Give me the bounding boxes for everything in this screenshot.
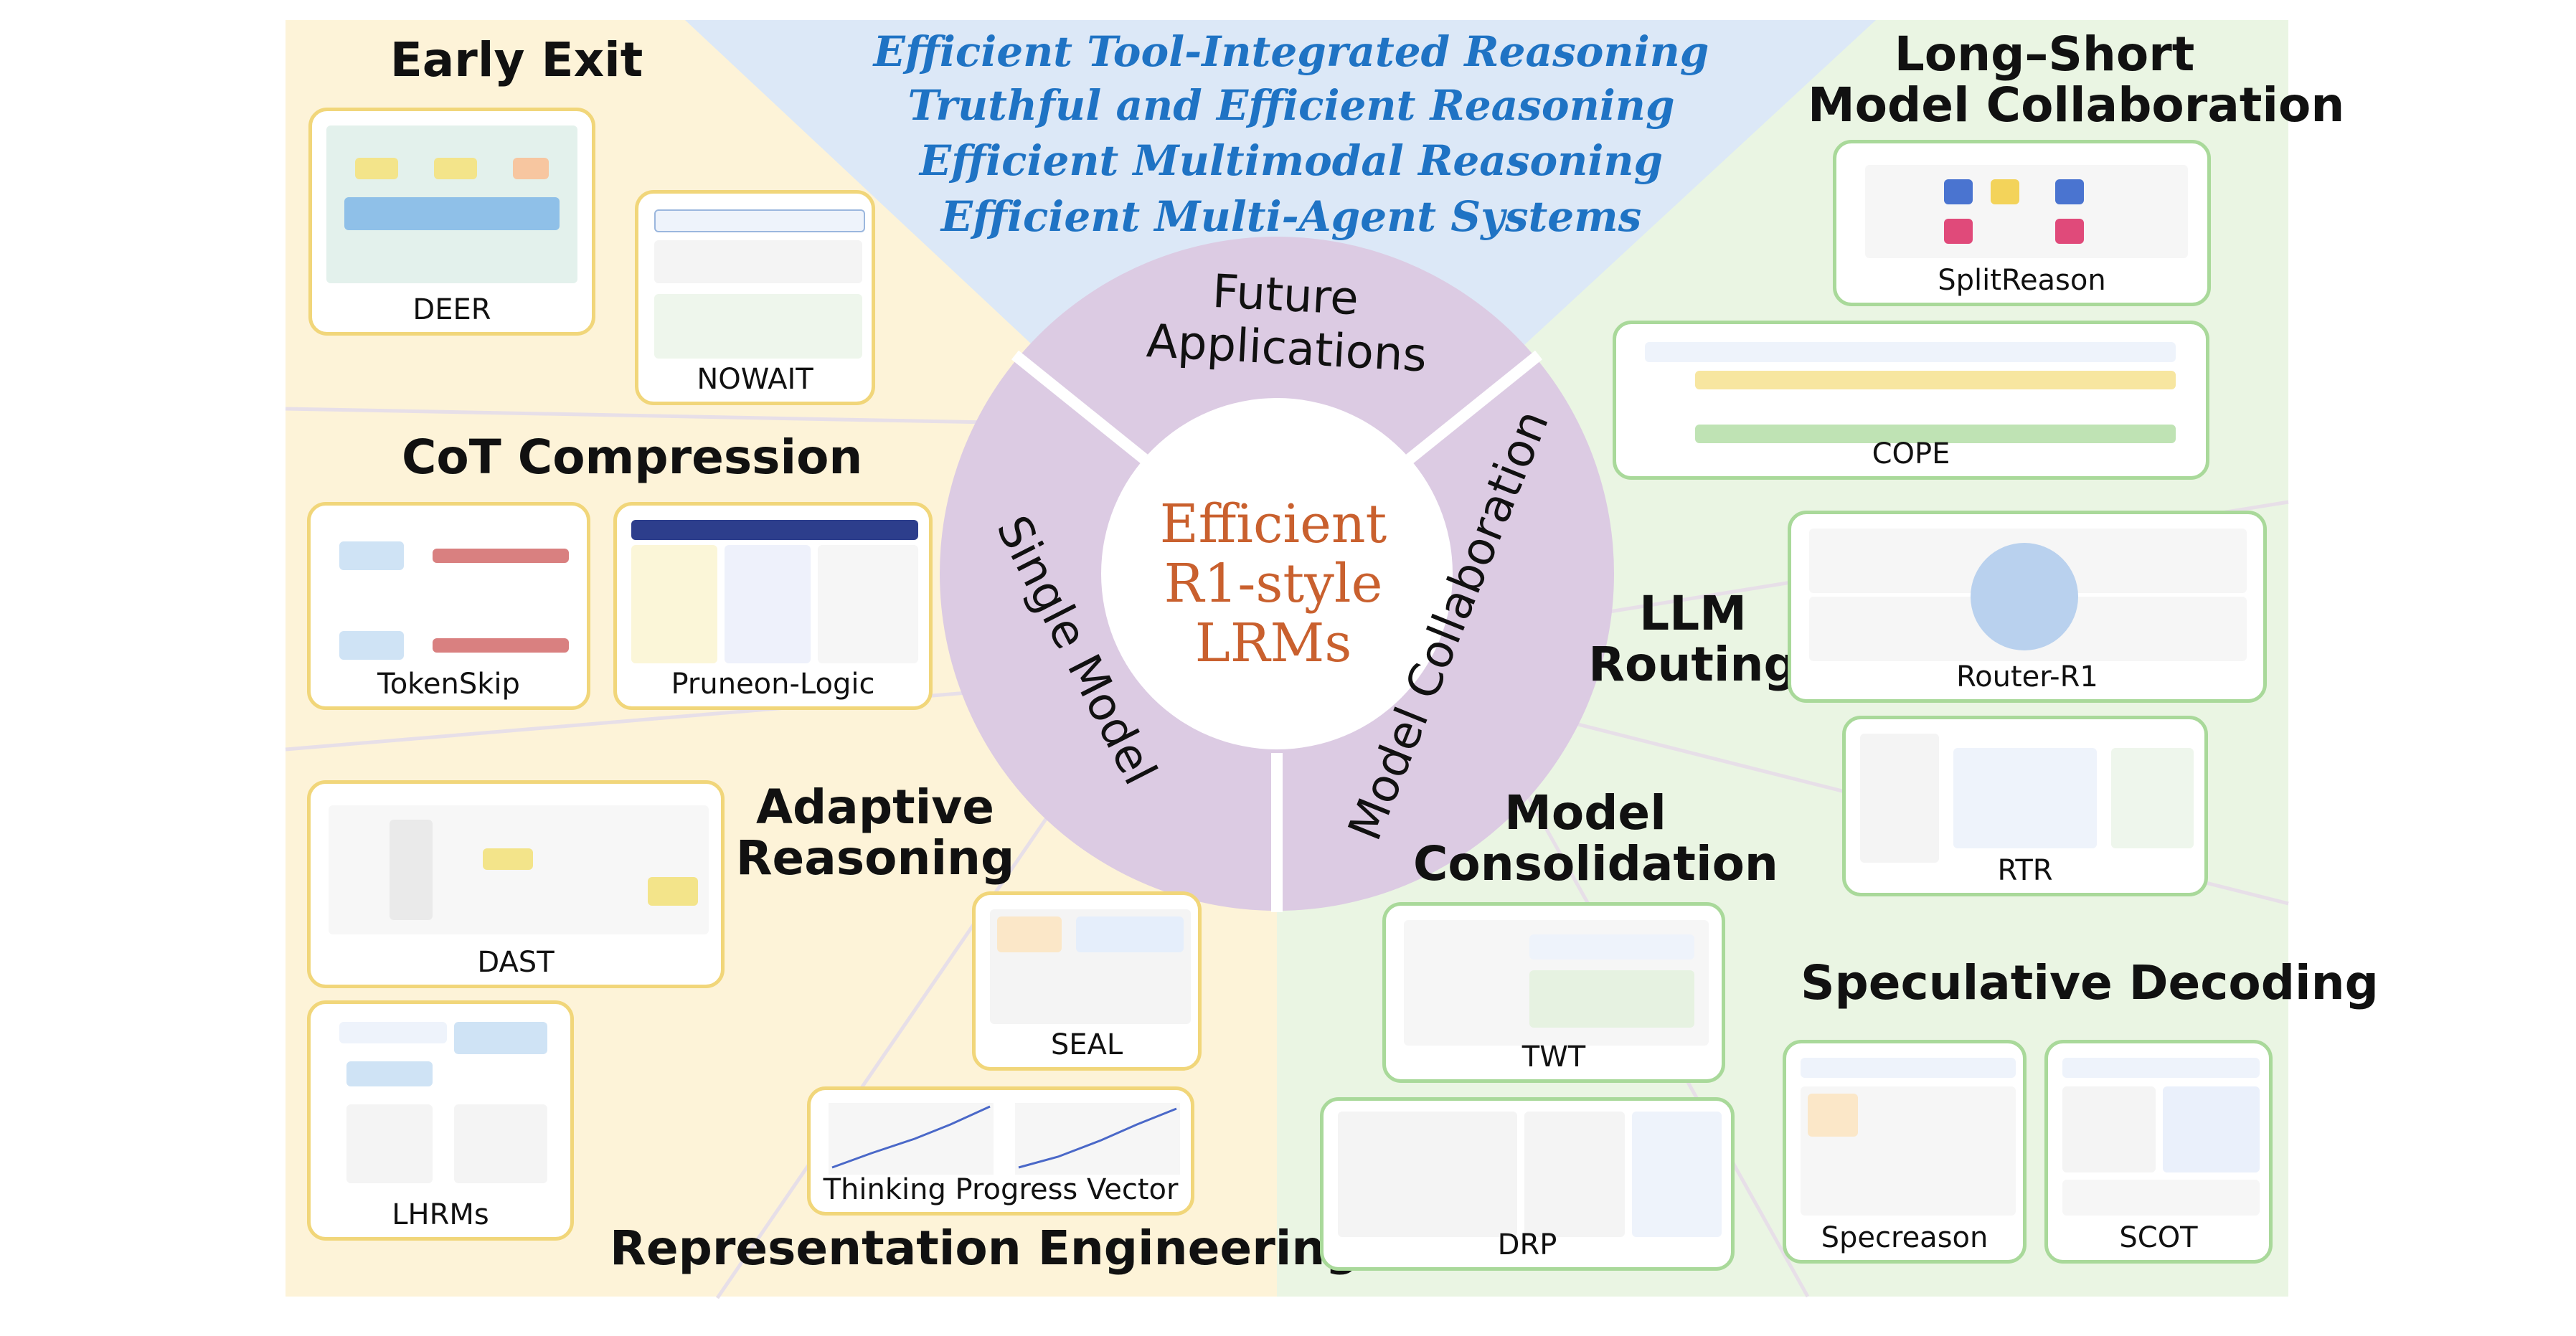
label-pruneon-logic: Pruneon-Logic <box>671 668 875 701</box>
label-seal: SEAL <box>1050 1028 1123 1061</box>
thumb-drp: DRP <box>1320 1097 1735 1271</box>
heading-consolidation-line1: Model <box>1504 785 1666 840</box>
heading-representation-engineering: Representation Engineering <box>610 1221 1359 1276</box>
thumb-twt: TWT <box>1382 902 1725 1083</box>
heading-routing-line2: Routing <box>1588 637 1798 693</box>
thumb-lhrms: LHRMs <box>307 1000 574 1241</box>
heading-early-exit: Early Exit <box>390 32 643 87</box>
ring-inner <box>1101 398 1453 749</box>
label-thinking-progress-vector: Thinking Progress Vector <box>823 1173 1179 1206</box>
heading-adaptive-reasoning: Adaptive Reasoning <box>732 782 1019 884</box>
label-lhrms: LHRMs <box>392 1198 489 1231</box>
label-drp: DRP <box>1497 1228 1557 1261</box>
thumb-rtr: RTR <box>1842 716 2208 896</box>
heading-cot-compression: CoT Compression <box>402 430 863 485</box>
heading-long-short-line1: Long–Short <box>1894 27 2195 82</box>
thumb-scot: SCOT <box>2044 1040 2273 1264</box>
label-tokenskip: TokenSkip <box>377 668 520 701</box>
heading-adaptive-line1: Adaptive <box>755 780 995 835</box>
thumb-cope: COPE <box>1613 321 2209 480</box>
heading-routing-line1: LLM <box>1639 586 1747 641</box>
heading-llm-routing: LLM Routing <box>1585 588 1801 691</box>
center-title: Efficient R1-style LRMs <box>1115 495 1431 673</box>
label-scot: SCOT <box>2119 1221 2198 1254</box>
label-splitreason: SplitReason <box>1938 264 2106 297</box>
thumb-splitreason: SplitReason <box>1833 140 2211 306</box>
thumb-tokenskip: TokenSkip <box>307 502 590 710</box>
label-router-r1: Router-R1 <box>1956 660 2098 693</box>
ring-label-future: Future Applications <box>1145 262 1428 383</box>
tpv-plots <box>829 1103 1180 1175</box>
future-item-2: Truthful and Efficient Reasoning <box>907 81 1675 130</box>
thumb-specreason: Specreason <box>1783 1040 2027 1264</box>
label-rtr: RTR <box>1997 854 2053 887</box>
thumb-nowait: NOWAIT <box>635 190 875 405</box>
label-dast: DAST <box>477 946 555 979</box>
label-specreason: Specreason <box>1821 1221 1988 1254</box>
label-deer: DEER <box>412 293 491 326</box>
future-item-4: Efficient Multi-Agent Systems <box>940 192 1642 241</box>
thumb-dast: DAST <box>307 780 725 988</box>
heading-speculative-decoding: Speculative Decoding <box>1801 955 2379 1010</box>
label-nowait: NOWAIT <box>697 363 813 396</box>
thumb-router-r1: Router-R1 <box>1788 511 2267 703</box>
heading-model-consolidation: Model Consolidation <box>1413 785 1778 892</box>
heading-adaptive-line2: Reasoning <box>735 830 1015 886</box>
center-line-3: LRMs <box>1194 612 1352 674</box>
center-line-1: Efficient <box>1159 493 1387 555</box>
heading-long-short-line2: Model Collaboration <box>1808 77 2345 133</box>
thumb-thinking-progress-vector: Thinking Progress Vector <box>807 1086 1194 1216</box>
label-cope: COPE <box>1872 437 1950 470</box>
thumb-seal: SEAL <box>972 891 1202 1071</box>
thumb-deer: DEER <box>308 108 595 336</box>
future-item-3: Efficient Multimodal Reasoning <box>919 136 1664 185</box>
future-item-1: Efficient Tool-Integrated Reasoning <box>873 27 1709 76</box>
label-twt: TWT <box>1521 1041 1586 1074</box>
heading-consolidation-line2: Consolidation <box>1413 836 1778 892</box>
center-line-2: R1-style <box>1164 552 1383 615</box>
heading-long-short: Long–Short Model Collaboration <box>1808 27 2345 133</box>
thumb-pruneon-logic: Pruneon-Logic <box>613 502 933 710</box>
